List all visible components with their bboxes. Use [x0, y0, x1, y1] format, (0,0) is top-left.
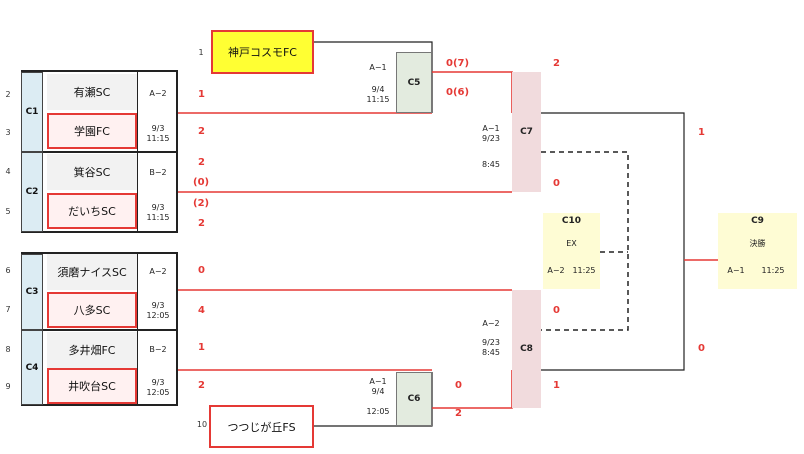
game-date-c6: 9/4	[371, 387, 385, 396]
match-box-c6: C6	[396, 372, 432, 426]
game-court-c2: B−2	[149, 168, 167, 177]
game-court-c7: A−1	[482, 124, 500, 133]
score-gakuen: 2	[198, 126, 205, 137]
seed-number: 3	[5, 128, 11, 137]
game-court-c6: A−1	[369, 377, 387, 386]
seed-number: 9	[5, 382, 11, 391]
score-c8-bottom: 1	[553, 380, 560, 391]
line-c7-bottom-black	[541, 112, 685, 260]
team-daichi: だいちSC	[47, 193, 137, 229]
game-court-c1: A−2	[149, 89, 167, 98]
line-c5-winner-red	[432, 71, 513, 113]
score-c9-top: 1	[698, 127, 705, 138]
game-time-c1: 11:15	[146, 134, 170, 143]
score-c9-bottom: 0	[698, 343, 705, 354]
game-date-c5: 9/4	[371, 85, 385, 94]
match-box-c7: C7	[512, 72, 541, 192]
seed-number: 6	[5, 266, 11, 275]
score-minotani: 2	[198, 157, 205, 168]
match-sub-c9: 決勝	[749, 239, 766, 248]
group-label-c3: C3	[21, 254, 43, 330]
seed-number: 7	[5, 305, 11, 314]
match-label-c9: C9	[751, 216, 764, 226]
line-c10-dashed	[541, 151, 629, 331]
game-court-c5: A−1	[369, 63, 387, 72]
team-tsutsujigaoka: つつじが丘FS	[209, 405, 314, 448]
game-date-c3: 9/3	[151, 301, 165, 310]
match-sub-c10: EX	[566, 239, 577, 248]
score-c6-right: 2	[455, 408, 462, 419]
line-c6-winner-red	[432, 370, 513, 409]
team-ibukidai: 井吹台SC	[47, 368, 137, 404]
line-c8-bottom-black	[541, 260, 685, 371]
score-c5-top: 0(7)	[446, 58, 470, 69]
game-date-c4: 9/3	[151, 378, 165, 387]
match-box-c5: C5	[396, 52, 432, 113]
score-tainohata: 1	[198, 342, 205, 353]
score-c7-bottom: 0	[553, 178, 560, 189]
score-c5-bottom: 0(6)	[446, 87, 470, 98]
group-divider	[21, 329, 178, 331]
game-time-c3: 12:05	[146, 311, 170, 320]
seed-number: 10	[196, 420, 208, 429]
seed-number: 8	[5, 345, 11, 354]
game-court-c8: A−2	[482, 319, 500, 328]
score-c8-top: 0	[553, 305, 560, 316]
game-court-c9: A−1	[727, 266, 745, 275]
group-label-c4: C4	[21, 330, 43, 405]
game-date-c7: 9/23	[482, 134, 500, 143]
game-court-c10: A−2	[547, 266, 565, 275]
game-time-c9: 11:25	[761, 266, 785, 275]
match-box-c9	[718, 213, 797, 289]
group-divider	[21, 151, 178, 153]
seed-number: 5	[5, 207, 11, 216]
score-arise: 1	[198, 89, 205, 100]
score-daichi: 2	[198, 218, 205, 229]
score-ibukidai: 2	[198, 380, 205, 391]
game-time-c4: 12:05	[146, 388, 170, 397]
game-time-c10: 11:25	[572, 266, 596, 275]
info-divider	[137, 72, 138, 231]
team-gakuen: 学園FC	[47, 113, 137, 149]
team-suma-nice: 須磨ナイスSC	[47, 254, 137, 290]
pk-score-minotani: (0)	[193, 177, 210, 188]
score-c6-left: 0	[455, 380, 462, 391]
game-date-c8: 9/23	[482, 338, 500, 347]
line-c6-bottom-black	[312, 372, 433, 427]
game-time-c5: 11:15	[366, 95, 390, 104]
game-time-c8: 8:45	[482, 348, 500, 357]
game-court-c4: B−2	[149, 345, 167, 354]
seed-number: 4	[5, 167, 11, 176]
team-minotani: 箕谷SC	[47, 154, 137, 190]
team-kobe-cosmo: 神戸コスモFC	[211, 30, 314, 74]
game-date-c1: 9/3	[151, 124, 165, 133]
match-box-c8: C8	[512, 290, 541, 408]
game-time-c2: 11:15	[146, 213, 170, 222]
game-date-c2: 9/3	[151, 203, 165, 212]
line-c5-top-black	[312, 41, 433, 113]
group-label-c1: C1	[21, 72, 43, 152]
team-hata: 八多SC	[47, 292, 137, 328]
group-label-c2: C2	[21, 152, 43, 232]
seed-number: 1	[198, 48, 204, 57]
game-time-c6: 12:05	[366, 407, 390, 416]
match-box-c10	[543, 213, 600, 289]
game-court-c3: A−2	[149, 267, 167, 276]
team-arise: 有瀬SC	[47, 74, 137, 110]
team-tainohata: 多井畑FC	[47, 332, 137, 368]
pk-score-daichi: (2)	[193, 198, 210, 209]
seed-number: 2	[5, 90, 11, 99]
score-suma-nice: 0	[198, 265, 205, 276]
match-label-c10: C10	[561, 216, 582, 226]
score-c7-top: 2	[553, 58, 560, 69]
game-time-c7: 8:45	[482, 160, 500, 169]
score-hata: 4	[198, 305, 205, 316]
info-divider	[137, 254, 138, 404]
